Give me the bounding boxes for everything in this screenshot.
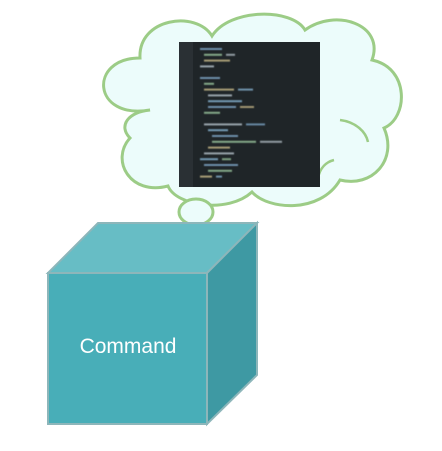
- code-line: [208, 106, 236, 108]
- code-line: [238, 88, 253, 91]
- code-lines: [200, 48, 282, 178]
- code-line: [260, 140, 282, 143]
- code-line: [204, 152, 234, 155]
- code-line: [216, 175, 222, 178]
- code-line: [208, 94, 232, 97]
- code-line: [226, 53, 235, 56]
- code-line: [204, 82, 214, 85]
- command-cube: Command: [45, 220, 260, 427]
- code-line: [208, 146, 230, 149]
- code-line: [200, 48, 222, 50]
- cloud-inner-curve: [339, 118, 370, 143]
- code-line-gutter: [179, 42, 193, 187]
- code-line: [240, 106, 254, 108]
- code-line: [212, 140, 256, 143]
- code-line: [200, 158, 218, 161]
- code-line: [208, 129, 228, 132]
- code-line: [204, 164, 238, 166]
- code-line: [204, 59, 230, 62]
- code-line: [208, 169, 232, 172]
- cube-front-face: [47, 272, 208, 425]
- code-line: [204, 53, 222, 56]
- code-line: [204, 88, 234, 91]
- code-line: [200, 65, 214, 68]
- code-line: [200, 175, 212, 178]
- code-editor-image: [179, 42, 320, 187]
- code-line: [246, 123, 265, 126]
- cube-label: Command: [80, 335, 177, 358]
- code-line: [200, 77, 220, 79]
- code-line: [208, 100, 242, 103]
- code-line: [222, 158, 231, 161]
- code-line: [204, 123, 242, 126]
- thought-trail-bubble: [177, 197, 215, 227]
- code-line: [212, 135, 238, 137]
- code-line: [204, 111, 220, 114]
- code-screenshot: [179, 42, 320, 187]
